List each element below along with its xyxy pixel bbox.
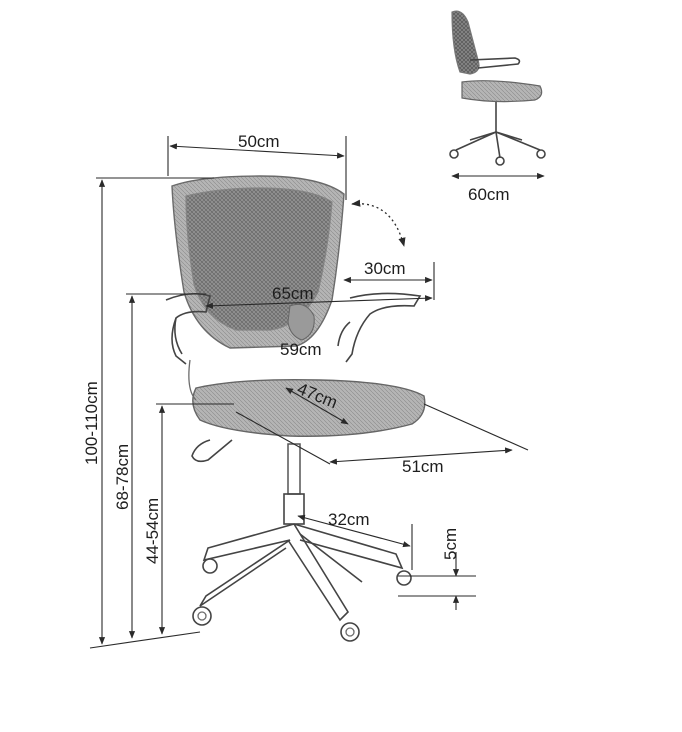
side-view-chair bbox=[449, 10, 546, 166]
seat-height-dimension: 44-54cm bbox=[143, 403, 234, 635]
leg-length-dimension: 32cm bbox=[297, 510, 413, 570]
seat-height-label: 44-54cm bbox=[143, 498, 162, 564]
backrest-tilt-arrow bbox=[351, 199, 406, 247]
tilt-depth-label: 30cm bbox=[364, 259, 406, 278]
armrest-span-label: 65cm bbox=[272, 284, 314, 303]
armrest-height-dimension: 68-78cm bbox=[113, 293, 206, 639]
total-depth-label: 51cm bbox=[402, 457, 444, 476]
total-height-dimension: 100-110cm bbox=[82, 177, 214, 649]
armrest-height-label: 68-78cm bbox=[113, 444, 132, 510]
armrest-span-dimension: 65cm bbox=[205, 284, 433, 309]
leg-length-label: 32cm bbox=[328, 510, 370, 529]
base-width-label: 60cm bbox=[468, 185, 510, 204]
caster-height-label: 5cm bbox=[441, 528, 460, 560]
caster-height-dimension: 5cm bbox=[398, 528, 476, 610]
main-chair bbox=[165, 175, 426, 642]
total-depth-dimension: 51cm bbox=[235, 403, 529, 476]
total-height-label: 100-110cm bbox=[82, 381, 101, 465]
backrest-width-label: 50cm bbox=[238, 132, 280, 151]
backrest-width-dimension: 50cm bbox=[167, 132, 347, 200]
seat-width-label: 59cm bbox=[280, 340, 322, 359]
tilt-depth-dimension: 30cm bbox=[343, 259, 435, 300]
base-width-dimension: 60cm bbox=[451, 172, 545, 204]
